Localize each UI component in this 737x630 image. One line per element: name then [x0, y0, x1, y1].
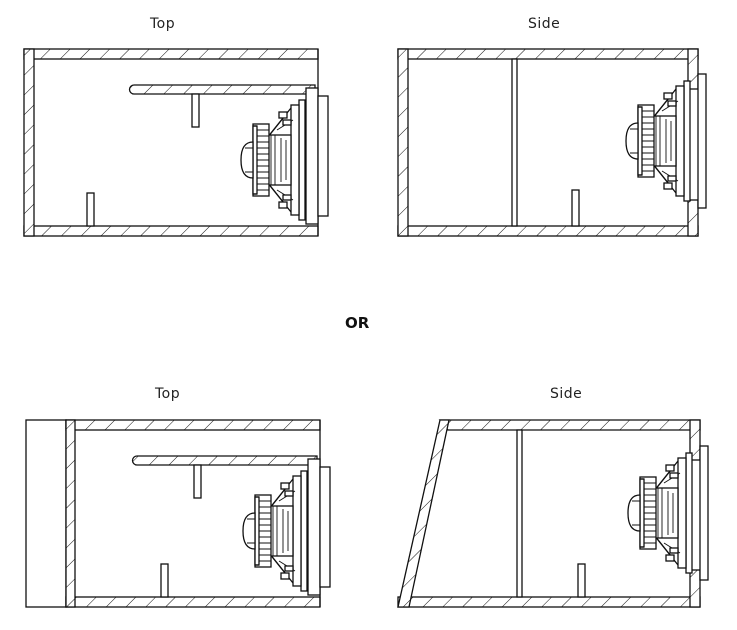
top-view-1 [24, 49, 328, 236]
subwoofer-icon [241, 100, 305, 220]
side-view-2 [398, 420, 708, 607]
side-view-1 [398, 49, 706, 236]
top-view-2 [26, 420, 330, 607]
subwoofer-icon [243, 471, 307, 591]
subwoofer-icon [628, 453, 692, 573]
subwoofer-icon [626, 81, 690, 201]
